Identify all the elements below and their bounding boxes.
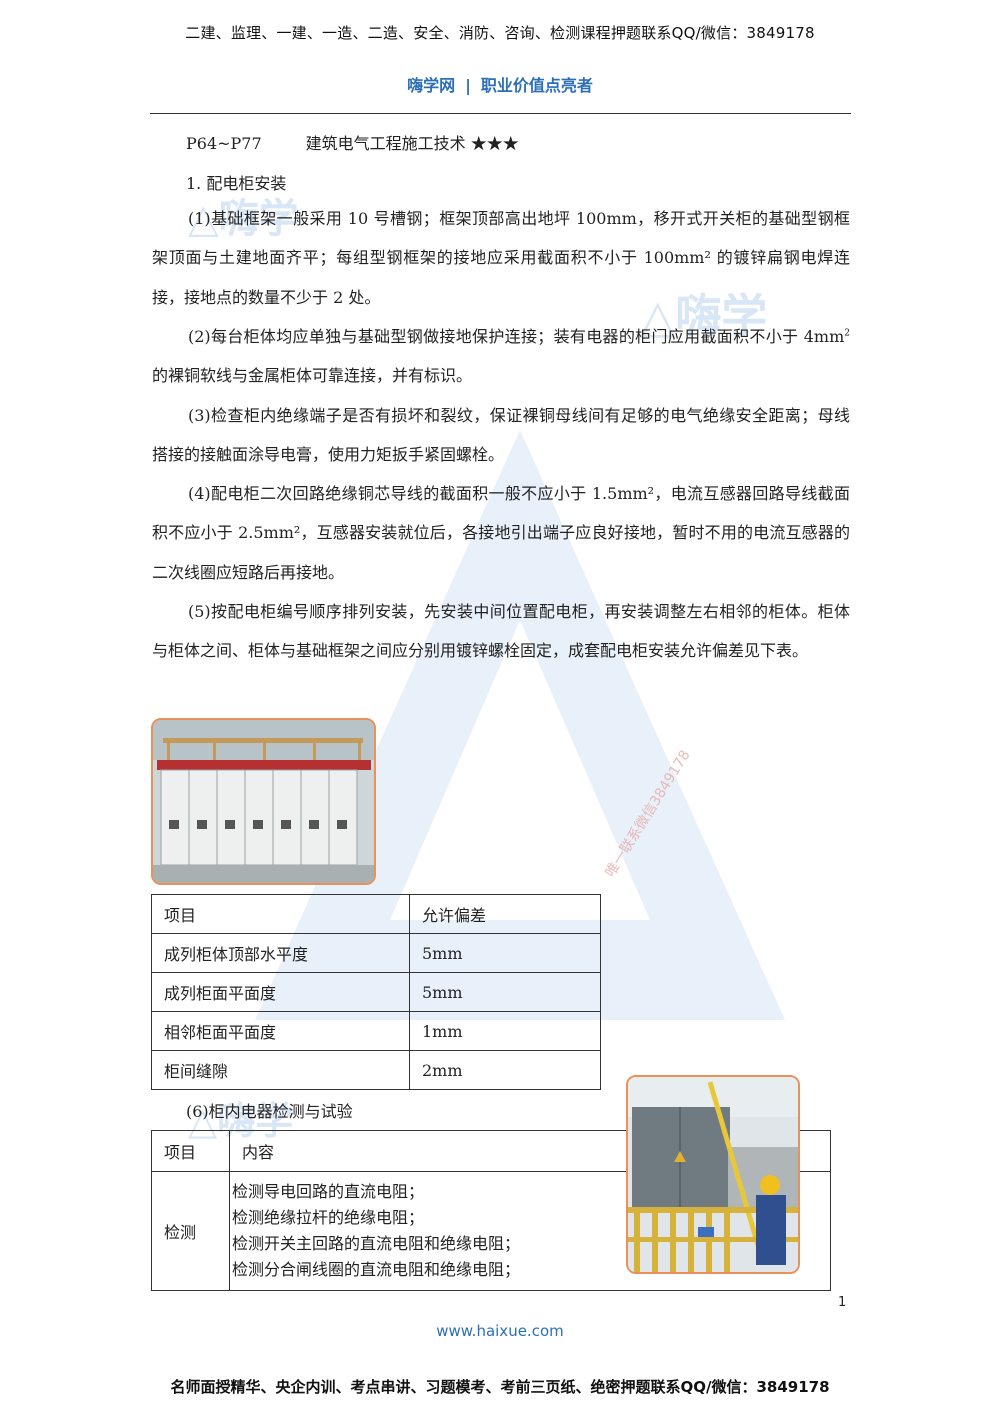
header-divider [150,113,851,114]
worker-testing-photo [626,1075,800,1274]
heading-title: 建筑电气工程施工技术 [305,134,466,153]
page-range: P64~P77 [186,134,262,153]
table-header-cell: 项目 [151,1130,230,1172]
table-cell: 1mm [409,1011,601,1051]
table-cell: 检测 [151,1171,230,1291]
brand-separator: | [465,76,471,95]
test-item: 检测绝缘拉杆的绝缘电阻； [232,1208,425,1227]
paragraph-1: (1)基础框架一般采用 10 号槽钢；框架顶部高出地坪 100mm，移开式开关柜… [152,209,850,307]
watermark-triangle-icon: △ [640,289,676,343]
table-row: 成列柜体顶部水平度 5mm [151,933,601,973]
watermark-triangle-logo [255,430,785,1020]
table-header-row: 项目 允许偏差 [151,894,601,934]
brand-line: 嗨学网 | 职业价值点亮者 [0,72,1000,96]
table-cell: 成列柜面平面度 [151,972,410,1012]
watermark-logo-left: △嗨学 [188,196,299,242]
importance-stars: ★★★ [470,134,519,153]
paragraph-3: (3)检查柜内绝缘端子是否有损坏和裂纹，保证裸铜母线间有足够的电气绝缘安全距离；… [152,406,850,465]
test-item: 检测分合闸线圈的直流电阻和绝缘电阻； [232,1260,521,1279]
bottom-banner: 名师面授精华、央企内训、考点串讲、习题模考、考前三页纸、绝密押题联系QQ/微信：… [170,1378,830,1396]
table-cell: 柜间缝隙 [151,1050,410,1090]
brand-slogan: 职业价值点亮者 [480,76,593,95]
watermark-logo-right: △嗨学 [640,289,768,343]
brand-name: 嗨学网 [407,76,456,95]
section1-title: 1. 配电柜安装 [186,174,287,193]
top-banner: 二建、监理、一建、一造、二造、安全、消防、咨询、检测课程押题联系QQ/微信：38… [185,24,815,42]
table-cell: 5mm [409,972,601,1012]
switchgear-photo [151,718,376,885]
watermark-triangle-icon: △ [188,196,219,242]
table-row: 柜间缝隙 2mm [151,1050,601,1090]
table-header-cell: 项目 [151,894,410,934]
table-cell: 5mm [409,933,601,973]
table-row: 成列柜面平面度 5mm [151,972,601,1012]
website-link[interactable]: www.haixue.com [436,1322,564,1340]
table-cell: 相邻柜面平面度 [151,1011,410,1051]
section6-title: (6)柜内电器检测与试验 [186,1102,353,1121]
test-item: 检测导电回路的直流电阻； [232,1182,425,1201]
page-number: 1 [838,1295,847,1310]
test-item: 检测开关主回路的直流电阻和绝缘电阻； [232,1234,521,1253]
paragraph-2: (2)每台柜体均应单独与基础型钢做接地保护连接；装有电器的柜门应用截面积不小于 … [152,327,850,386]
section-heading: P64~P77 建筑电气工程施工技术 ★★★ [186,130,519,154]
table-cell: 2mm [409,1050,601,1090]
table-row: 相邻柜面平面度 1mm [151,1011,601,1051]
paragraph-5: (5)按配电柜编号顺序排列安装，先安装中间位置配电柜，再安装调整左右相邻的柜体。… [152,602,850,661]
table-header-cell: 允许偏差 [409,894,601,934]
table-cell: 成列柜体顶部水平度 [151,933,410,973]
deviation-table: 项目 允许偏差 成列柜体顶部水平度 5mm 成列柜面平面度 5mm 相邻柜面平面… [151,894,601,1090]
paragraph-4: (4)配电柜二次回路绝缘铜芯导线的截面积一般不应小于 1.5mm²，电流互感器回… [152,484,850,582]
